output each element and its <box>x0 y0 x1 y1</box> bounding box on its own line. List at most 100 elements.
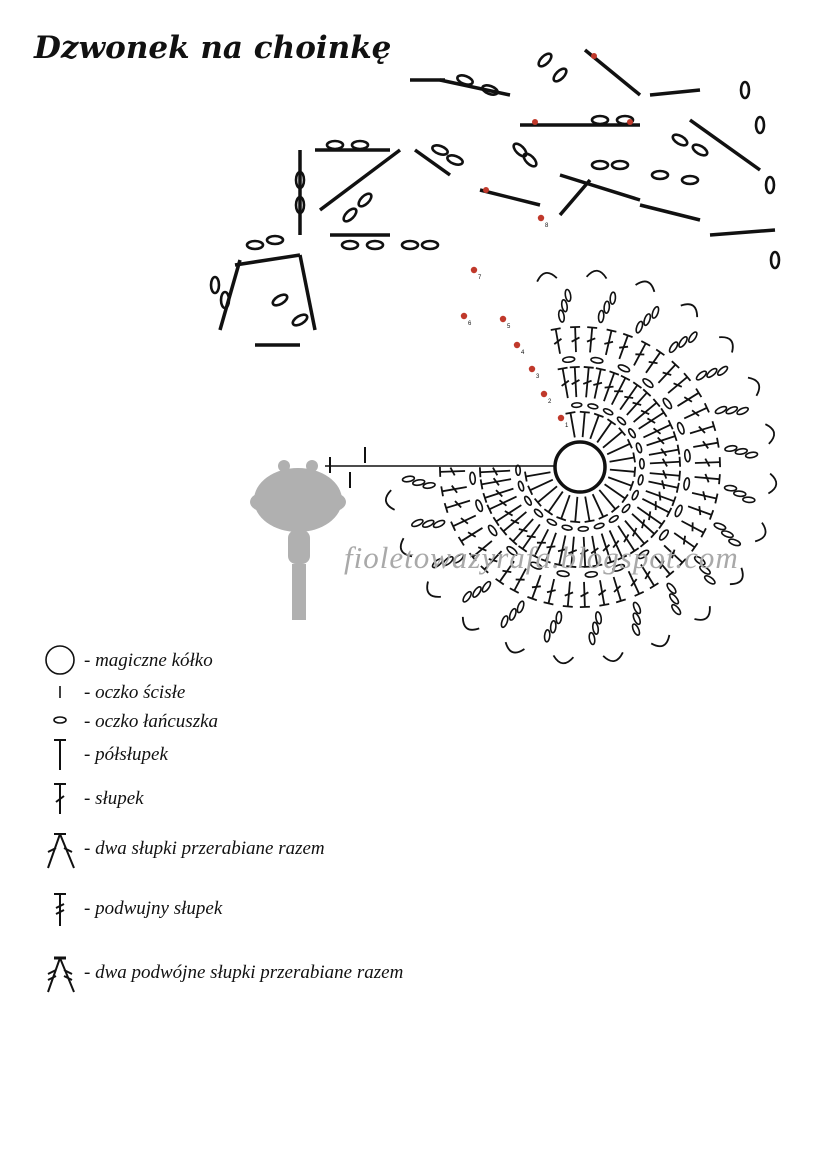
half-double-crochet-top <box>610 505 620 514</box>
chain-stitch <box>637 474 644 486</box>
half-double-crochet-top <box>606 418 617 426</box>
chain-stitch <box>638 457 645 470</box>
double-crochet-top <box>650 529 659 539</box>
double-crochet-slash <box>704 473 710 483</box>
treble-crochet-icon <box>40 890 84 930</box>
chain-stitch <box>631 489 640 501</box>
chain-stitch <box>713 522 727 531</box>
picot-arc <box>602 651 624 662</box>
double-crochet-slash <box>495 489 503 498</box>
legend-label: - słupek <box>84 788 144 809</box>
half-double-crochet-top <box>621 493 629 504</box>
legend-label: - magiczne kółko <box>84 650 213 671</box>
double-crochet-icon-glyph <box>54 783 66 814</box>
half-double-crochet-top <box>533 497 542 507</box>
chain-stitch <box>557 309 566 323</box>
double-crochet-top <box>671 496 677 507</box>
chain-stitch <box>703 574 716 585</box>
chain-stitch <box>643 313 652 327</box>
chain-stitch <box>691 143 709 157</box>
half-double-crochet-top <box>570 520 581 524</box>
half-double-crochet-top <box>618 427 627 437</box>
chain-stitch <box>325 139 345 151</box>
glyph-line <box>59 833 75 869</box>
chain-stitch <box>516 600 525 614</box>
double-crochet-slash <box>704 458 711 467</box>
double-crochet-top <box>508 537 518 546</box>
chain-stitch <box>401 475 416 483</box>
glyph-line <box>63 975 73 981</box>
double-crochet-slash <box>644 570 651 580</box>
double-crochet-slash <box>661 458 668 467</box>
half-double-crochet-icon-glyph <box>54 739 66 770</box>
round-marker <box>470 266 478 274</box>
chain-stitch <box>728 538 742 547</box>
half-double-crochet <box>574 496 579 522</box>
chain-stitch <box>523 495 533 506</box>
picot-arc <box>426 581 441 598</box>
chain-stitch <box>209 275 221 295</box>
double-crochet-top <box>499 526 508 536</box>
double-crochet-slash <box>604 340 614 345</box>
chain-stitch <box>723 484 738 492</box>
double-crochet-top <box>660 407 668 418</box>
double-crochet-slash <box>553 338 562 345</box>
double-crochet-slash <box>661 480 666 490</box>
round-number: 6 <box>468 321 472 327</box>
chain-stitch <box>357 192 373 208</box>
double-crochet-slash <box>659 560 665 570</box>
legend-label: - dwa podwójne słupki przerabiane razem <box>84 962 404 983</box>
double-crochet-top <box>450 521 457 532</box>
chain-stitch <box>517 480 525 492</box>
chain-stitch <box>411 518 424 528</box>
double-crochet-top <box>509 587 520 594</box>
chain-stitch <box>219 290 231 310</box>
half-double-crochet-top <box>579 410 590 414</box>
double-crochet-slash <box>630 578 638 587</box>
double-crochet-top <box>709 509 715 520</box>
half-double-crochet-top <box>626 438 633 449</box>
half-double-crochet <box>537 485 558 504</box>
half-double-crochet <box>525 471 551 478</box>
chain-stitch <box>714 405 728 415</box>
chain-stitch <box>725 406 739 415</box>
glyph-line <box>63 969 73 975</box>
picot-arc <box>754 522 767 543</box>
chain-stitch <box>612 563 626 572</box>
double-crochet-top <box>580 565 591 569</box>
half-double-crochet <box>596 421 613 443</box>
half-double-crochet-icon <box>40 736 84 776</box>
chain-stitch <box>294 195 306 215</box>
double-crochet-top <box>634 590 645 597</box>
chain-stitch <box>742 496 756 504</box>
double-crochet-top <box>443 502 449 513</box>
chain-stitch <box>608 514 619 524</box>
chain-stitch <box>291 313 309 327</box>
chain-stitch <box>271 293 289 307</box>
chain-stitch <box>546 518 558 527</box>
tr2tog-icon <box>40 954 84 994</box>
double-crochet-slash <box>698 506 702 516</box>
half-double-crochet <box>547 491 564 513</box>
magic-ring-icon <box>40 642 84 682</box>
chain-stitch <box>533 508 544 518</box>
double-crochet-top <box>615 598 626 604</box>
half-double-crochet-top <box>543 508 554 516</box>
chain-stitch <box>680 174 700 186</box>
double-crochet-top <box>557 366 568 371</box>
double-crochet-top <box>675 482 680 493</box>
double-crochet-top <box>482 492 488 503</box>
round-number: 3 <box>536 374 540 380</box>
chain-stitch <box>631 623 641 636</box>
double-crochet-top <box>527 596 538 602</box>
double-crochet-slash <box>477 546 487 552</box>
double-crochet-slash <box>451 485 458 494</box>
double-crochet-top <box>676 444 681 455</box>
chain-stitch <box>487 524 498 537</box>
double-crochet-slash <box>492 477 500 486</box>
picot-arc <box>399 537 413 558</box>
half-double-crochet-top <box>598 513 609 520</box>
chain-stitch <box>678 336 688 348</box>
chain-stitch <box>587 403 599 410</box>
double-crochet-slash <box>682 535 686 545</box>
